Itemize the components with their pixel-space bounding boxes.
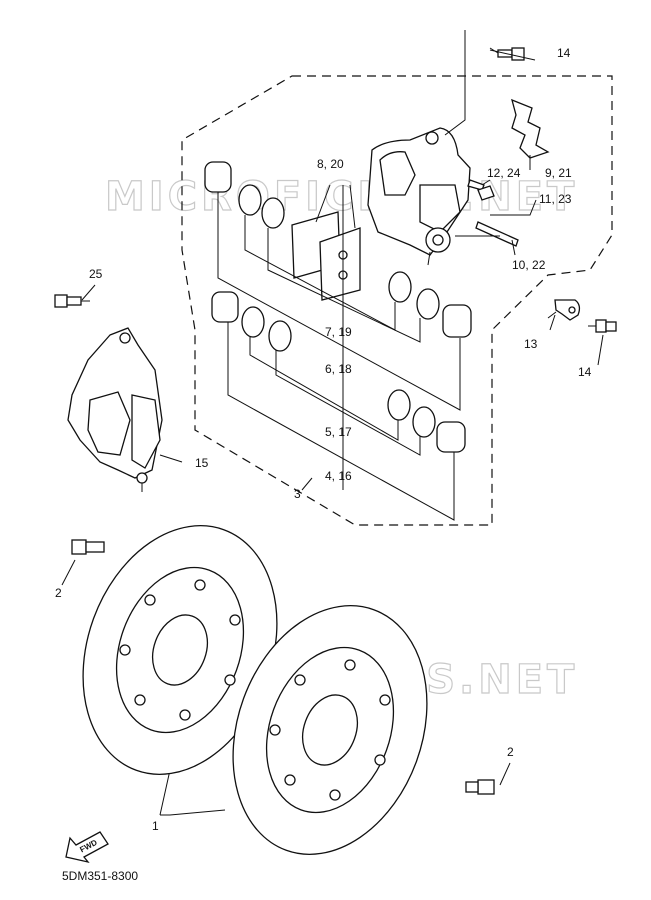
clip <box>554 299 581 321</box>
bolt-14-right <box>588 319 617 333</box>
seal-lower-1 <box>241 306 265 338</box>
label-1: 1 <box>152 819 159 833</box>
label-7-19: 7, 19 <box>325 325 352 339</box>
diagram-code: 5DM351-8300 <box>62 869 138 883</box>
watermark-top: MICROFICHES.NET <box>105 174 578 220</box>
label-25: 25 <box>89 267 103 281</box>
label-5-17: 5, 17 <box>325 425 352 439</box>
piston-lower-left <box>211 291 239 323</box>
label-2-left: 2 <box>55 586 62 600</box>
pad-pin <box>475 221 519 247</box>
label-3: 3 <box>294 487 301 501</box>
seal-upper-2 <box>261 197 285 229</box>
fwd-arrow: FWD <box>65 831 109 864</box>
label-9-21: 9, 21 <box>545 166 572 180</box>
bolt-2-left <box>71 539 105 555</box>
bleed-screw <box>477 185 495 201</box>
leader-lines <box>61 30 604 816</box>
bolt-2-right <box>465 779 495 795</box>
label-13: 13 <box>524 337 538 351</box>
piston-lower-right <box>436 421 466 453</box>
seal-lower-2 <box>268 320 292 352</box>
brake-pad-2 <box>319 227 361 301</box>
label-12-24: 12, 24 <box>487 166 521 180</box>
caliper-body-right <box>367 127 471 266</box>
seal-upper-1 <box>238 184 262 216</box>
label-4-16: 4, 16 <box>325 469 352 483</box>
bolt-25 <box>54 294 90 308</box>
seal-lower-3 <box>387 389 411 421</box>
brake-disc-right <box>232 605 428 855</box>
label-6-18: 6, 18 <box>325 362 352 376</box>
pad-spring <box>511 98 550 159</box>
seal-upper-3 <box>388 271 412 303</box>
seal-upper-4 <box>416 288 440 320</box>
label-8-20: 8, 20 <box>317 157 344 171</box>
piston-upper-left <box>204 161 232 193</box>
label-11-23: 11, 23 <box>539 192 572 206</box>
label-15: 15 <box>195 456 209 470</box>
seal-lower-4 <box>412 406 436 438</box>
label-10-22: 10, 22 <box>512 258 546 272</box>
piston-upper-right <box>442 304 472 338</box>
caliper-left <box>67 327 163 492</box>
brake-disc-left <box>82 525 278 775</box>
label-2-right: 2 <box>507 745 514 759</box>
label-14-top: 14 <box>557 46 571 60</box>
caliper-assembly-outline <box>181 75 613 526</box>
label-14-right: 14 <box>578 365 592 379</box>
